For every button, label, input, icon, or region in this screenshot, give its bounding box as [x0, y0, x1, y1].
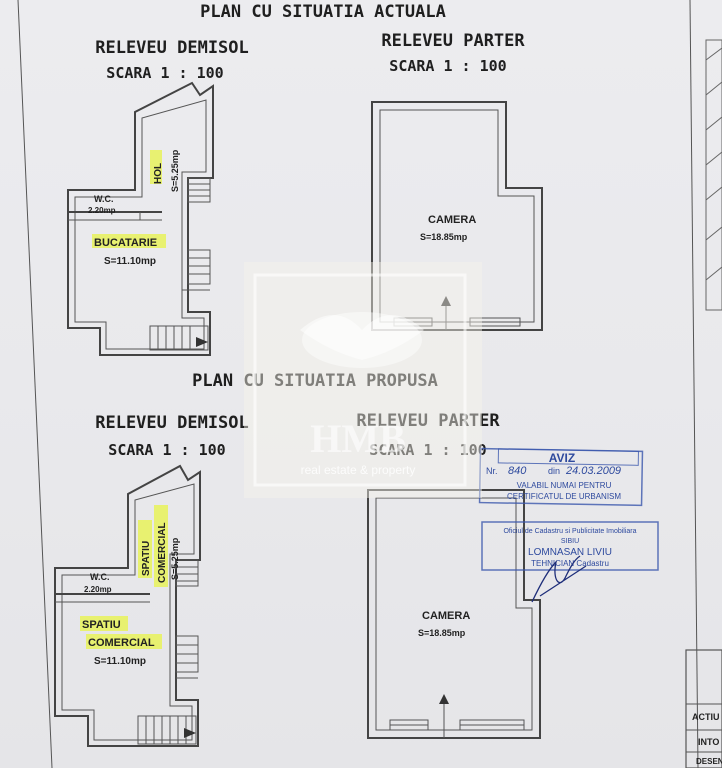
current-plan-title: PLAN CU SITUATIA ACTUALA: [200, 2, 446, 22]
aviz-line2: CERTIFICATUL DE URBANISM: [507, 492, 621, 501]
proposed-basement-scale: SCARA 1 : 100: [108, 441, 225, 459]
aviz-line1: VALABIL NUMAI PENTRU: [517, 481, 612, 490]
wc-label: W.C.: [94, 194, 114, 204]
proposed-camera-label: CAMERA: [422, 610, 470, 622]
spatiu1-line1: SPATIU: [141, 541, 152, 576]
aviz-date-label: din: [548, 466, 560, 476]
proposed-ground-plan: [367, 489, 541, 739]
aviz-nr-value: 840: [508, 465, 527, 477]
bucatarie-highlight: [92, 234, 166, 248]
title-block-row2: INTO: [698, 737, 719, 747]
spatiu1-line2-highlight: [154, 505, 168, 587]
hol-area: S=5.25mp: [170, 149, 180, 192]
current-camera-label: CAMERA: [428, 214, 476, 226]
hol-highlight: [150, 150, 162, 184]
proposed-basement-title: RELEVEU DEMISOL: [95, 413, 249, 433]
current-ground-scale: SCARA 1 : 100: [389, 57, 506, 75]
spatiu2-line1-highlight: [80, 616, 128, 631]
aviz-stamp: [478, 447, 644, 507]
cadastru-line1: Oficiul de Cadastru si Publicitate Imobi…: [503, 528, 636, 535]
aviz-date-value: 24.03.2009: [565, 465, 621, 477]
wc-area: 2.20mp: [88, 206, 116, 215]
spatiu1-area: S=5.25mp: [170, 537, 180, 580]
cadastru-name: LOMNASAN LIVIU: [528, 547, 612, 558]
bucatarie-area: S=11.10mp: [104, 256, 156, 267]
proposed-basement-plan: [54, 464, 201, 747]
spatiu2-area: S=11.10mp: [94, 656, 146, 667]
watermark-logo: [244, 262, 482, 498]
cadastru-line2: SIBIU: [561, 538, 579, 545]
aviz-title: AVIZ: [549, 451, 575, 465]
current-basement-plan: [67, 81, 214, 356]
title-block-row1: ACTIU: [692, 712, 720, 722]
aviz-nr-label: Nr.: [486, 466, 498, 476]
cadastru-role: TEHNICIAN Cadastru: [531, 559, 609, 568]
watermark-tagline: real estate & property: [301, 463, 416, 477]
current-basement-title: RELEVEU DEMISOL: [95, 38, 249, 58]
proposed-camera-area: S=18.85mp: [418, 628, 466, 638]
watermark-brand: HMB: [310, 416, 406, 461]
title-block-row3: DESEN: [696, 757, 722, 766]
cadastru-stamp: [481, 521, 659, 571]
current-basement-scale: SCARA 1 : 100: [106, 64, 223, 82]
spatiu1-line1-highlight: [138, 520, 152, 578]
spatiu1-line2: COMERCIAL: [157, 522, 168, 583]
sheet-border-left: [17, 0, 53, 768]
hol-label: HOL: [153, 163, 164, 184]
spatiu2-line2: COMERCIAL: [88, 637, 155, 649]
proposed-wc-area: 2.20mp: [84, 585, 112, 594]
title-block: [685, 649, 722, 768]
proposed-wc-label: W.C.: [90, 572, 110, 582]
current-ground-title: RELEVEU PARTER: [381, 31, 525, 51]
proposed-ground-scale: SCARA 1 : 100: [369, 441, 486, 459]
spatiu2-line2-highlight: [86, 634, 162, 649]
bucatarie-label: BUCATARIE: [94, 237, 157, 249]
sheet-border-right: [689, 0, 699, 768]
signature: [531, 555, 587, 603]
current-camera-area: S=18.85mp: [420, 232, 468, 242]
spatiu2-line1: SPATIU: [82, 619, 121, 631]
side-hatch: [705, 39, 722, 311]
